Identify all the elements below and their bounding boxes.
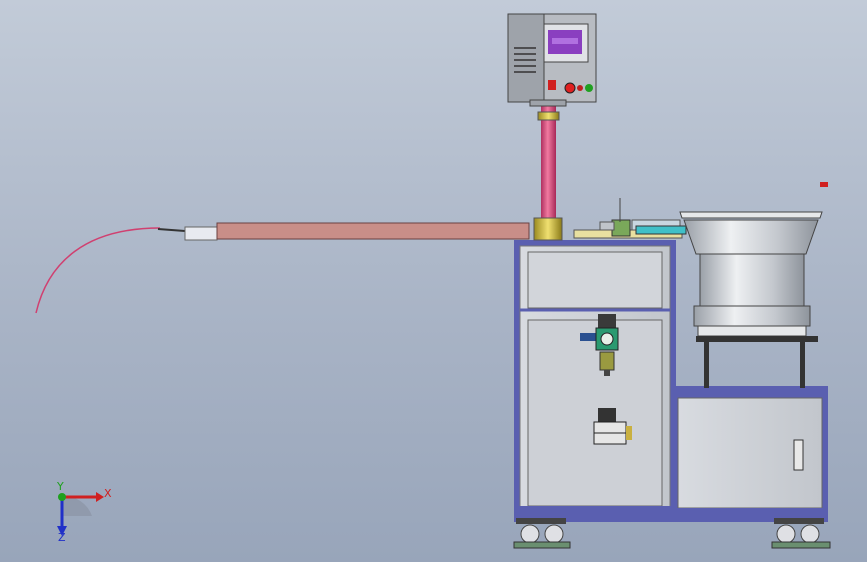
feed-mechanism [573,198,687,239]
stop-button [577,85,583,91]
support-column [541,104,556,222]
side-cabinet [672,386,828,522]
start-button [585,84,593,92]
column-base [533,217,563,241]
vibratory-bowl [679,182,828,388]
coordinate-triad: X Y Z [56,480,112,544]
caster-right [771,518,831,549]
conveyor-beam [216,222,530,240]
control-box [507,13,597,107]
solenoid-valve [593,408,632,445]
air-regulator [580,314,619,376]
z-axis-label: Z [58,531,66,544]
power-button [564,82,576,94]
caster-left [513,518,571,549]
wire-end [157,228,186,232]
wire-guide-block [184,226,218,241]
y-axis-label: Y [56,480,64,493]
cabinet-door-handle [793,439,804,471]
x-axis-label: X [104,487,112,500]
wire [35,227,161,314]
main-cabinet [514,240,676,522]
